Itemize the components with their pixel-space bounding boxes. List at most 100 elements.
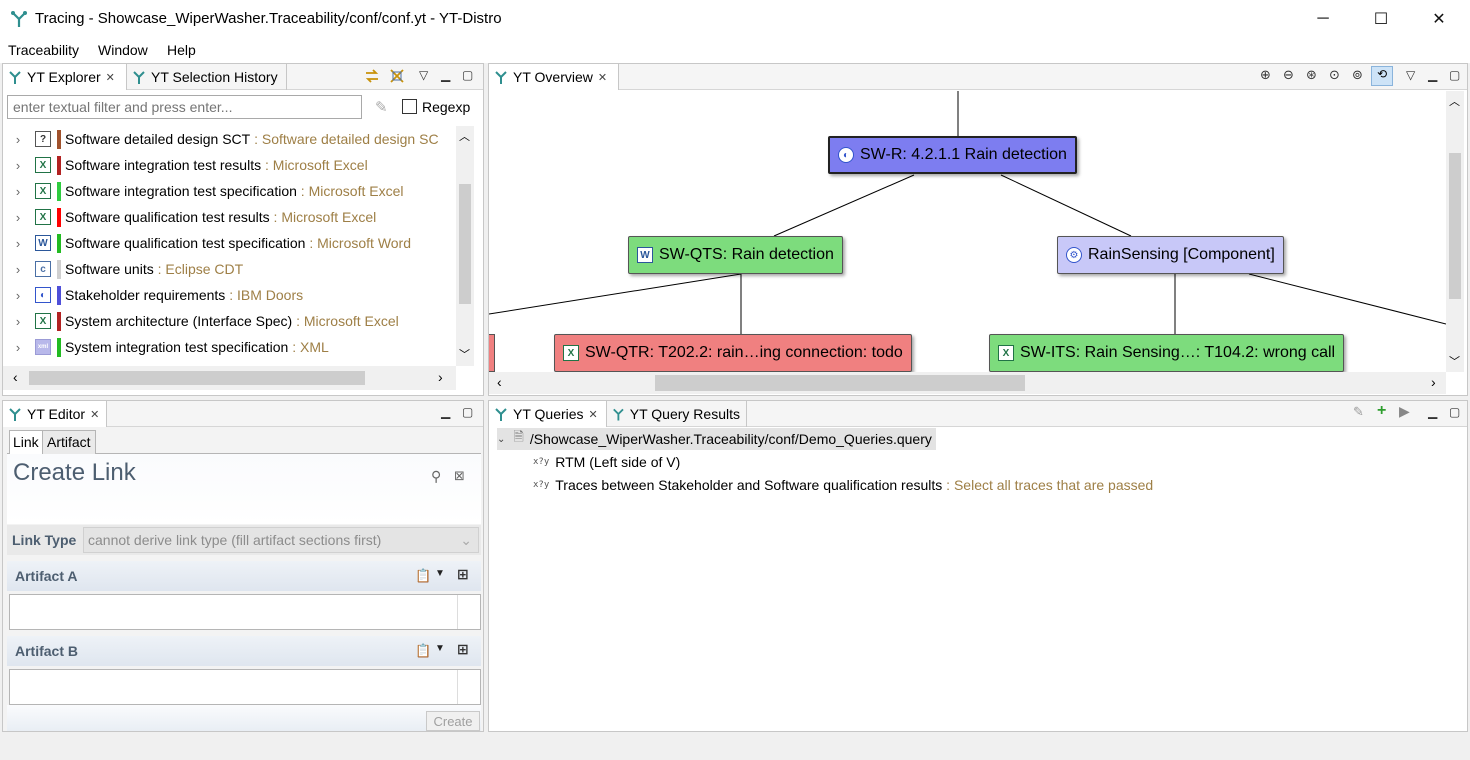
- node-sw-its[interactable]: X SW-ITS: Rain Sensing…: T104.2: wrong c…: [989, 334, 1345, 372]
- tab-yt-overview[interactable]: YT Overview ✕: [489, 64, 619, 90]
- menu-help[interactable]: Help: [167, 42, 196, 58]
- maximize-button[interactable]: ☐: [1373, 11, 1389, 28]
- scroll-left-icon[interactable]: ‹: [497, 374, 502, 390]
- chevron-right-icon[interactable]: ›: [15, 339, 21, 355]
- close-button[interactable]: ✕: [1432, 11, 1446, 28]
- maximize-icon[interactable]: ▢: [1449, 405, 1461, 419]
- scroll-right-icon[interactable]: ›: [438, 369, 443, 385]
- chevron-right-icon[interactable]: ›: [15, 261, 21, 277]
- add-icon[interactable]: +: [1377, 402, 1387, 419]
- tab-yt-selection-history[interactable]: YT Selection History: [127, 64, 287, 90]
- subtab-artifact[interactable]: Artifact: [42, 430, 96, 454]
- grid-icon[interactable]: ⊞: [457, 566, 469, 582]
- maximize-icon[interactable]: ▢: [462, 68, 474, 82]
- minimize-icon[interactable]: ▁: [1428, 405, 1438, 419]
- artifact-a-field[interactable]: [9, 594, 481, 630]
- chevron-right-icon[interactable]: ›: [15, 209, 21, 225]
- scroll-down-icon[interactable]: ﹀: [1449, 356, 1460, 368]
- chevron-right-icon[interactable]: ›: [15, 287, 21, 303]
- chevron-right-icon[interactable]: ›: [15, 313, 21, 329]
- clear-filter-icon[interactable]: ✎: [375, 99, 388, 116]
- tab-yt-explorer[interactable]: YT Explorer ✕: [3, 64, 127, 90]
- view-menu-icon[interactable]: ▽: [1406, 68, 1416, 82]
- close-icon[interactable]: ✕: [597, 71, 608, 84]
- scroll-thumb[interactable]: [1449, 153, 1461, 299]
- query-file-row[interactable]: ⌄ 🗎 /Showcase_WiperWasher.Traceability/c…: [497, 428, 936, 450]
- paste-icon[interactable]: 📋: [415, 568, 432, 583]
- query-item[interactable]: x?y Traces between Stakeholder and Softw…: [533, 474, 1153, 496]
- scroll-up-icon[interactable]: ︿: [1449, 96, 1460, 108]
- explorer-hscrollbar[interactable]: ‹ ›: [3, 366, 456, 390]
- explorer-vscrollbar[interactable]: ︿ ﹀: [456, 126, 474, 366]
- query-name: RTM (Left side of V): [555, 454, 681, 470]
- artifact-b-field[interactable]: [9, 669, 481, 705]
- chevron-down-icon[interactable]: ⌄: [497, 433, 506, 445]
- zoom-fit-icon[interactable]: ⊛: [1306, 67, 1317, 82]
- filter-input[interactable]: [7, 95, 362, 119]
- scroll-left-icon[interactable]: ‹: [13, 369, 18, 385]
- link-with-editor-icon[interactable]: [364, 68, 380, 84]
- close-icon[interactable]: ✕: [105, 71, 115, 84]
- zoom-in-icon[interactable]: ⊕: [1260, 67, 1271, 82]
- button-row: Create: [7, 705, 481, 731]
- overview-vscrollbar[interactable]: ︿ ﹀: [1446, 91, 1464, 372]
- dropdown-arrow-icon[interactable]: ▼: [435, 643, 445, 654]
- tab-yt-query-results[interactable]: YT Query Results: [607, 401, 747, 427]
- edit-icon[interactable]: ✎: [1353, 404, 1364, 419]
- scroll-thumb[interactable]: [29, 371, 365, 385]
- grid-icon[interactable]: ⊞: [457, 641, 469, 657]
- chevron-right-icon[interactable]: ›: [15, 235, 21, 251]
- chevron-right-icon[interactable]: ›: [15, 157, 21, 173]
- create-button[interactable]: Create: [426, 711, 480, 731]
- collapse-all-icon[interactable]: [389, 68, 405, 84]
- close-icon[interactable]: ✕: [90, 408, 100, 421]
- run-icon[interactable]: ▶: [1399, 403, 1410, 419]
- tab-yt-editor[interactable]: YT Editor ✕: [3, 401, 107, 427]
- zoom-reset-icon[interactable]: ⊙: [1329, 67, 1340, 82]
- regexp-checkbox[interactable]: [402, 99, 417, 114]
- scroll-thumb[interactable]: [655, 375, 1025, 391]
- clear-form-icon[interactable]: ⊠: [454, 468, 465, 483]
- scroll-right-icon[interactable]: ›: [1431, 374, 1436, 390]
- view-menu-icon[interactable]: ▽: [419, 68, 429, 82]
- minimize-icon[interactable]: ▁: [441, 68, 451, 82]
- minimize-button[interactable]: ─: [1317, 10, 1329, 27]
- scroll-down-icon[interactable]: ﹀: [459, 349, 470, 361]
- maximize-icon[interactable]: ▢: [1449, 68, 1461, 82]
- tree-item[interactable]: ›◐Stakeholder requirements : IBM Doors: [3, 282, 448, 308]
- menu-window[interactable]: Window: [98, 42, 148, 58]
- node-rainsensing[interactable]: ⚙ RainSensing [Component]: [1057, 236, 1284, 274]
- overview-hscrollbar[interactable]: ‹ ›: [489, 372, 1446, 394]
- paste-icon[interactable]: 📋: [415, 643, 432, 658]
- minimize-icon[interactable]: ▁: [1428, 68, 1438, 82]
- tab-yt-queries[interactable]: YT Queries ✕: [489, 401, 607, 427]
- chevron-right-icon[interactable]: ›: [15, 183, 21, 199]
- menu-traceability[interactable]: Traceability: [8, 42, 80, 58]
- close-icon[interactable]: ✕: [588, 408, 598, 421]
- node-sw-r[interactable]: ◐ SW-R: 4.2.1.1 Rain detection: [828, 136, 1077, 174]
- scroll-up-icon[interactable]: ︿: [459, 131, 470, 143]
- query-item[interactable]: x?y RTM (Left side of V): [533, 451, 680, 473]
- layout-toggle-icon[interactable]: ⟲: [1371, 66, 1393, 86]
- chevron-right-icon[interactable]: ›: [15, 131, 21, 147]
- search-icon[interactable]: ⚲: [431, 468, 442, 484]
- zoom-out-icon[interactable]: ⊖: [1283, 67, 1294, 82]
- node-partial[interactable]: [489, 334, 495, 372]
- node-sw-qtr[interactable]: X SW-QTR: T202.2: rain…ing connection: t…: [554, 334, 912, 372]
- dropdown-arrow-icon[interactable]: ▼: [435, 568, 445, 579]
- maximize-icon[interactable]: ▢: [462, 405, 474, 419]
- node-sw-qts[interactable]: W SW-QTS: Rain detection: [628, 236, 843, 274]
- minimize-icon[interactable]: ▁: [441, 405, 451, 419]
- scroll-thumb[interactable]: [459, 184, 471, 304]
- zoom-selection-icon[interactable]: ⊚: [1352, 67, 1363, 82]
- tree-item[interactable]: ›?Software detailed design SCT : Softwar…: [3, 126, 448, 152]
- subtab-link[interactable]: Link: [9, 430, 43, 454]
- link-type-select[interactable]: cannot derive link type (fill artifact s…: [83, 527, 479, 553]
